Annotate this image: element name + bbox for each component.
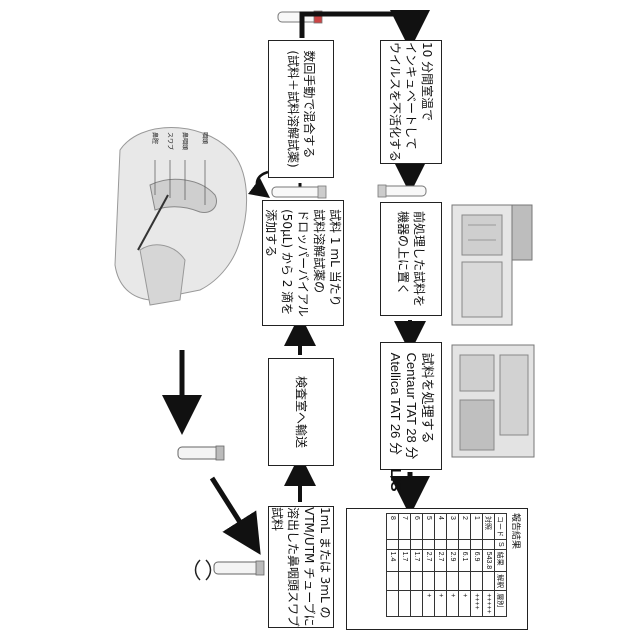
analyzer-machine-illustration [452, 205, 532, 325]
report-header-cell: 層別 [495, 591, 507, 616]
table-cell: 8 [387, 514, 399, 540]
table-cell: 1.7 [399, 549, 411, 572]
report-panel: 報告結果 コード S 結果 解釈 層別 対照543.8+++++16.9++++… [346, 508, 528, 630]
anatomy-label-nasopharynx: 鼻咽頭 [180, 132, 190, 162]
table-cell: 1 [471, 514, 483, 540]
table-cell [423, 572, 435, 591]
table-cell [411, 572, 423, 591]
table-cell [471, 540, 483, 550]
table-cell: 6.1 [459, 549, 471, 572]
step-transport-text: 検査室へ輸送 [293, 376, 309, 448]
anatomy-label-swab: スワブ [165, 132, 175, 162]
table-row: 4 2.7 + [435, 514, 447, 617]
step-sample-box: 1mL または 3mL の VTM/UTM チューブに 溶出した鼻咽頭スワブ 試… [268, 506, 334, 628]
atellica-machine-illustration [452, 345, 534, 457]
table-cell: 4 [435, 514, 447, 540]
report-header-cell: 結果 [495, 549, 507, 572]
step-transport-box: 検査室へ輸送 [268, 358, 334, 466]
step-mix-box: 数回手動で混合する (試料＋試料溶解試薬) [268, 40, 334, 178]
tube-icon-right [378, 185, 426, 197]
table-cell [387, 591, 399, 616]
table-row: 1 6.9 ++++ [471, 514, 483, 617]
table-cell [435, 572, 447, 591]
table-cell [399, 540, 411, 550]
table-cell [459, 540, 471, 550]
table-cell: + [423, 591, 435, 616]
table-row: 71.7 [399, 514, 411, 617]
table-cell: 2 [459, 514, 471, 540]
report-title: 報告結果 [510, 513, 523, 625]
table-cell: + [459, 591, 471, 616]
table-cell: 6 [411, 514, 423, 540]
table-row: 5 2.7 + [423, 514, 435, 617]
report-header-cell: 解釈 [495, 572, 507, 591]
step-mix-text: 数回手動で混合する (試料＋試料溶解試薬) [285, 50, 317, 167]
table-cell: 543.8 [483, 549, 495, 572]
report-header-cell: コード [495, 514, 507, 540]
step-add-buffer-text: 試料 1 mL 当たり 試料溶解試薬の ドロッパーバイアル (50μL) から … [263, 209, 343, 317]
table-cell: 2.7 [423, 549, 435, 572]
table-cell [447, 540, 459, 550]
table-cell: 対照 [483, 514, 495, 540]
table-cell: 1.4 [387, 549, 399, 572]
table-cell [423, 540, 435, 550]
report-body: 対照543.8+++++16.9++++26.1+32.9+42.7+52.7+… [387, 514, 495, 617]
table-row: 3 2.9 + [447, 514, 459, 617]
swab-tube-icon [196, 560, 265, 580]
tube-icon-small [272, 186, 326, 198]
step-incubate-text: 10 分間室温で インキュベートして ウイルスを不活化する [387, 42, 435, 162]
table-cell: 2.7 [435, 549, 447, 572]
table-cell [399, 572, 411, 591]
table-cell: 7 [399, 514, 411, 540]
step-incubate-box: 10 分間室温で インキュベートして ウイルスを不活化する [380, 40, 442, 164]
table-cell [471, 572, 483, 591]
table-cell: 5 [423, 514, 435, 540]
table-row: 81.4 [387, 514, 399, 617]
table-cell [459, 572, 471, 591]
table-cell: 6.9 [471, 549, 483, 572]
table-cell: +++++ [483, 591, 495, 616]
table-cell [435, 540, 447, 550]
table-cell: 1.7 [411, 549, 423, 572]
table-cell: 2.9 [447, 549, 459, 572]
table-cell: + [435, 591, 447, 616]
table-cell [387, 572, 399, 591]
arrow-tube-to-swab [212, 478, 250, 538]
step-process-box: 試料を処理する Centaur TAT 28 分 Atellica TAT 26… [380, 342, 442, 470]
table-cell [411, 591, 423, 616]
table-cell [399, 591, 411, 616]
anatomy-label-pharynx: 咽頭 [200, 132, 210, 162]
sample-tube-icon [178, 446, 224, 460]
table-row: 2 6.1 + [459, 514, 471, 617]
table-cell: + [447, 591, 459, 616]
table-cell [411, 540, 423, 550]
step-place-text: 前処理した試料を 機器の上に置く [395, 211, 427, 307]
table-cell: ++++ [471, 591, 483, 616]
table-cell [483, 572, 495, 591]
anatomy-label-nasal: 鼻腔 [150, 132, 160, 162]
table-cell [447, 572, 459, 591]
curved-arrow-icon [257, 172, 268, 192]
table-cell: 3 [447, 514, 459, 540]
step-sample-text: 1mL または 3mL の VTM/UTM チューブに 溶出した鼻咽頭スワブ 試… [269, 507, 333, 627]
table-row: 対照 543.8 +++++ [483, 514, 495, 617]
report-header-cell: S [495, 540, 507, 550]
step-place-box: 前処理した試料を 機器の上に置く [380, 202, 442, 316]
step-process-text: 試料を処理する Centaur TAT 28 分 Atellica TAT 26… [387, 353, 435, 460]
report-header-row: コード S 結果 解釈 層別 [495, 514, 507, 617]
table-cell [483, 540, 495, 550]
lis-label: LIS [384, 460, 404, 500]
report-table: コード S 結果 解釈 層別 対照543.8+++++16.9++++26.1+… [386, 513, 507, 617]
table-cell [387, 540, 399, 550]
step-add-buffer-box: 試料 1 mL 当たり 試料溶解試薬の ドロッパーバイアル (50μL) から … [262, 200, 344, 326]
table-row: 61.7 [411, 514, 423, 617]
